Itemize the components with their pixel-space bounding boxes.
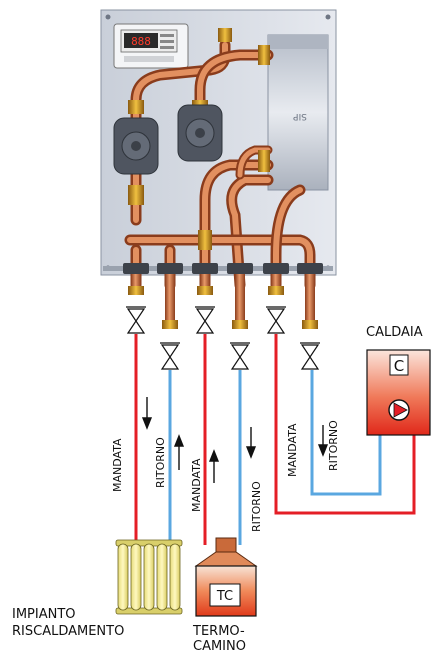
valve-icon (230, 342, 250, 370)
label-termo-line2: CAMINO (193, 639, 246, 652)
valve-icon (266, 306, 286, 334)
brand-mark: SIP (293, 111, 307, 121)
termocamino: TC (194, 537, 258, 617)
label-ritorno-impianto: RITORNO (154, 437, 167, 488)
pipe-lines (134, 334, 416, 545)
arrow-up-icon (208, 449, 220, 483)
label-impianto-line2: RISCALDAMENTO (12, 624, 124, 639)
hydraulic-module: 888 SIP (100, 9, 337, 329)
electronic-controller: 888 (113, 23, 189, 69)
radiator (115, 539, 183, 615)
label-caldaia: CALDAIA (366, 325, 423, 340)
label-ritorno-caldaia: RITORNO (327, 420, 340, 471)
label-mandata-impianto: MANDATA (111, 438, 124, 492)
mandata-line-caldaia (274, 334, 416, 515)
pump-icon (388, 399, 410, 421)
mount-hole-icon (105, 14, 111, 20)
flow-arrows (141, 397, 329, 483)
valve-icon (160, 342, 180, 370)
mount-hole-icon (325, 14, 331, 20)
termocamino-letters: TC (216, 589, 233, 604)
plate-heat-exchanger: SIP (267, 34, 329, 191)
label-mandata-termocamino: MANDATA (190, 458, 203, 512)
internal-copper-pipes (124, 39, 316, 291)
label-mandata-caldaia: MANDATA (286, 423, 299, 477)
arrow-up-icon (173, 434, 185, 470)
circulation-pump-right (177, 104, 223, 162)
circulation-pump-left (113, 117, 159, 175)
controller-display: 888 (131, 35, 151, 48)
boiler: CALDAIA C (366, 325, 431, 436)
arrow-down-icon (245, 427, 257, 459)
pipe-clamps (103, 263, 333, 274)
valve-icon (195, 306, 215, 334)
arrow-down-icon (141, 397, 153, 430)
label-impianto-line1: IMPIANTO (12, 607, 76, 622)
outlet-stubs (128, 274, 318, 329)
boiler-letter: C (394, 357, 404, 375)
ritorno-line-caldaia (310, 370, 382, 496)
valve-icon (300, 342, 320, 370)
label-ritorno-termocamino: RITORNO (250, 481, 263, 532)
arrow-down-icon (317, 425, 329, 457)
label-termo-line1: TERMO- (192, 624, 245, 639)
valve-icon (126, 306, 146, 334)
shutoff-valves (126, 306, 320, 370)
line-labels: MANDATA RITORNO MANDATA RITORNO MANDATA … (111, 420, 340, 532)
